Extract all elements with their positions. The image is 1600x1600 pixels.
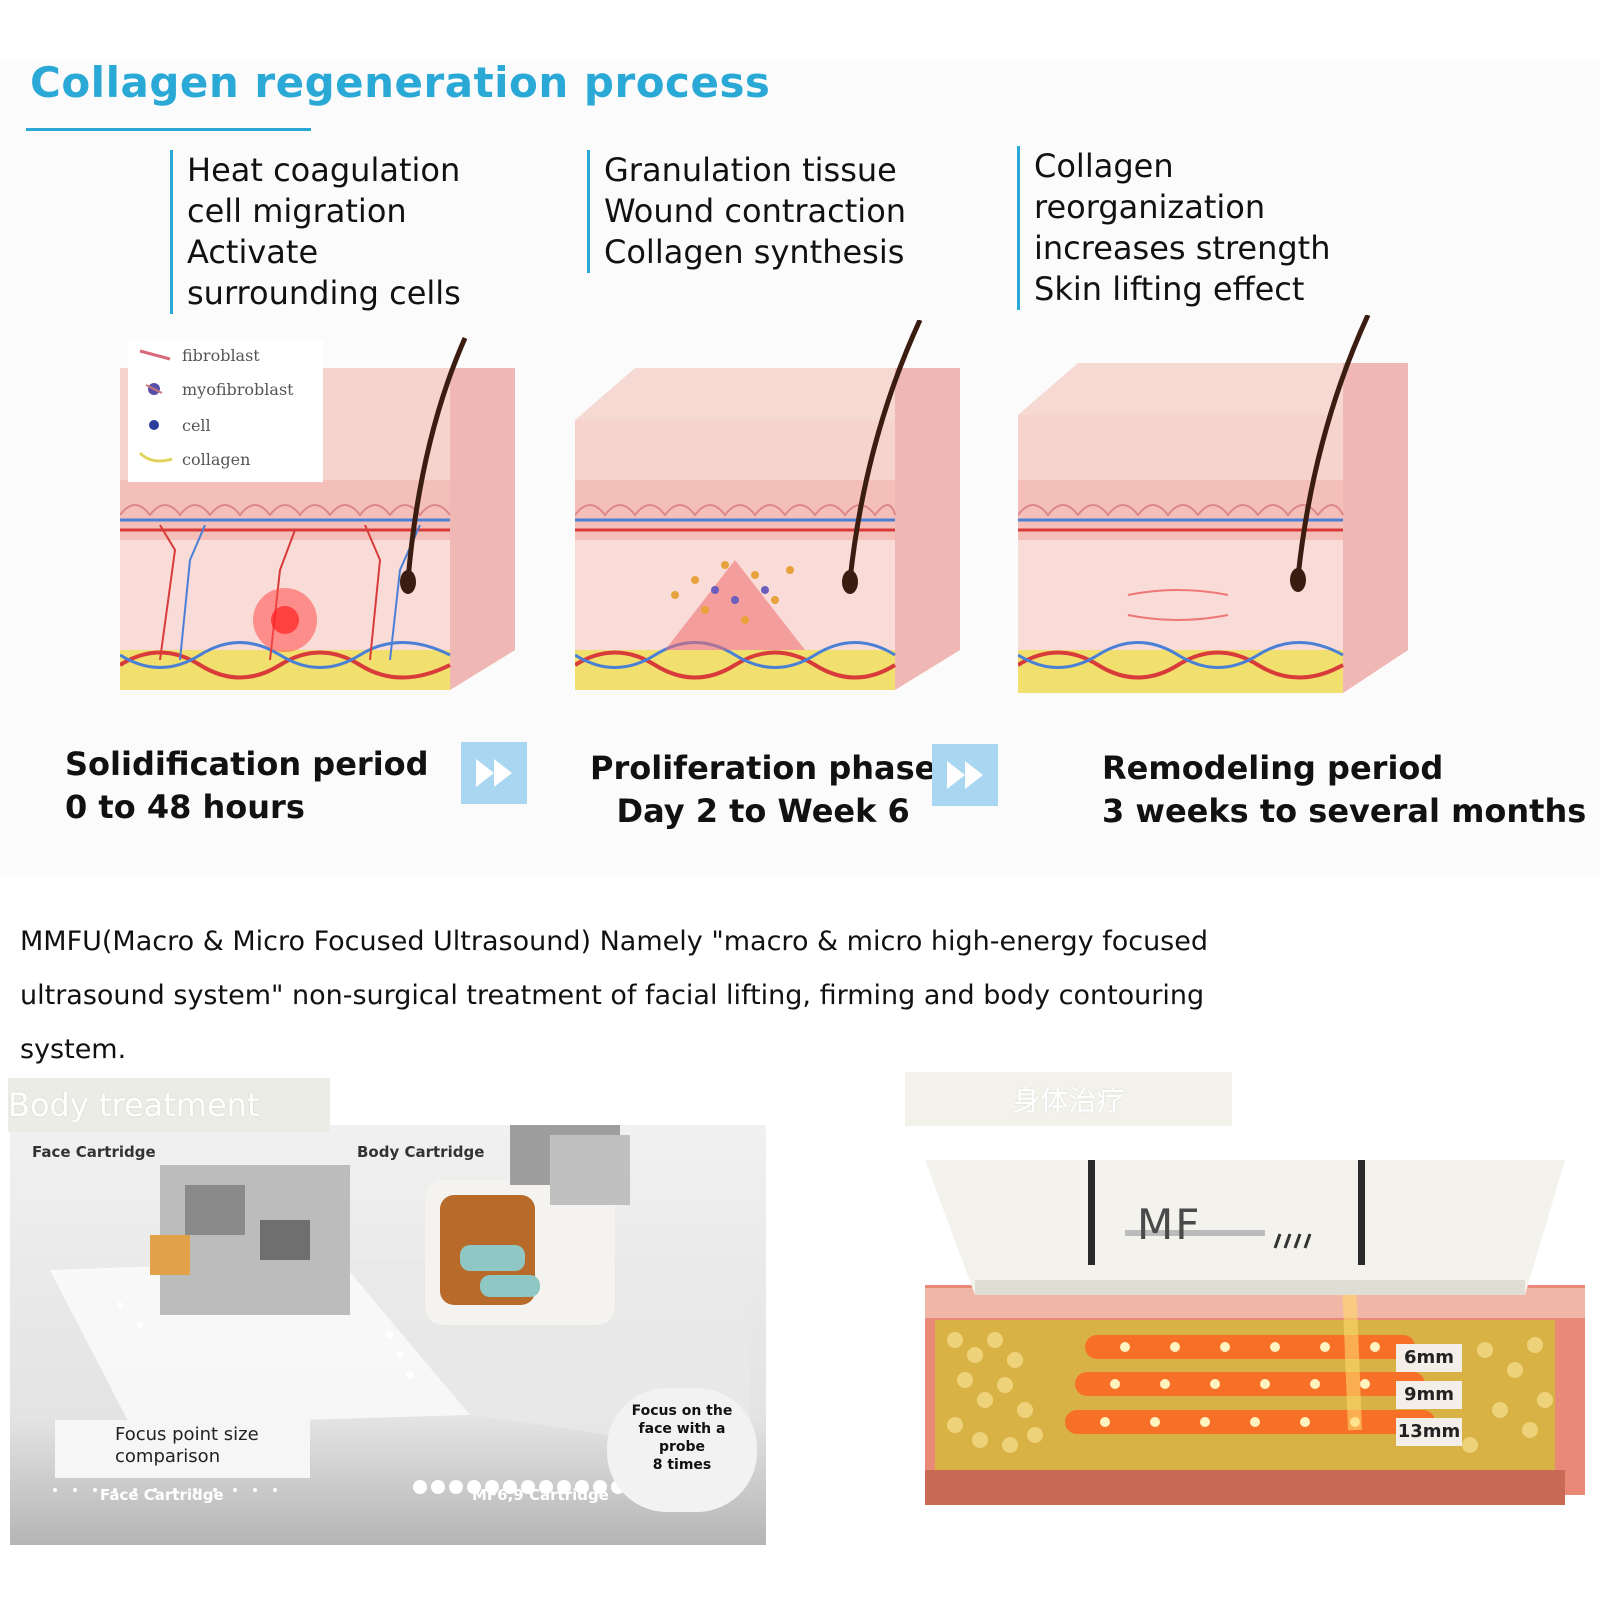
body-treatment-cn-tab: 身体治疗 — [905, 1072, 1232, 1126]
depth-label-13mm: 13mm — [1396, 1418, 1462, 1446]
bottom-face-cartridge-label: Face Cartridge — [100, 1486, 224, 1504]
mf-logo: MF — [1137, 1200, 1202, 1249]
body-cartridge-label: Body Cartridge — [357, 1143, 485, 1161]
stage-3-line: increases strength — [1034, 229, 1331, 267]
stage-3-line: Collagen — [1034, 147, 1174, 185]
skin-block-proliferation — [575, 320, 975, 710]
stage-2-line: Granulation tissue — [604, 151, 897, 189]
cell-icon — [136, 415, 182, 435]
phase-proliferation: Proliferation phase Day 2 to Week 6 — [590, 747, 936, 833]
legend-label: cell — [182, 415, 211, 435]
probe-note-line: 8 times — [652, 1457, 712, 1473]
stage-2-line: Collagen synthesis — [604, 233, 905, 271]
skin-block-remodeling — [1018, 315, 1418, 710]
stage-3-line: reorganization — [1034, 188, 1266, 226]
legend-item-collagen: collagen — [136, 444, 250, 474]
phase-name: Proliferation phase — [590, 749, 937, 787]
myofibroblast-icon — [136, 379, 182, 399]
page-title: Collagen regeneration process — [30, 58, 771, 107]
stage-1-line: surrounding cells — [187, 274, 461, 312]
stage-1-line: cell migration — [187, 192, 407, 230]
phase-solidification: Solidification period 0 to 48 hours — [65, 743, 429, 829]
collagen-icon — [136, 449, 182, 469]
legend-item-fibroblast: fibroblast — [136, 340, 260, 370]
legend-label: myofibroblast — [182, 379, 294, 399]
fibroblast-icon — [136, 345, 182, 365]
stage-1-text: Heat coagulation cell migration Activate… — [170, 150, 461, 314]
probe-note: Focus on the face with a probe 8 times — [607, 1388, 757, 1512]
stage-1-line: Heat coagulation — [187, 151, 461, 189]
phase-name: Remodeling period — [1102, 749, 1444, 787]
skin-block-solidification — [120, 320, 520, 710]
stage-3-line: Skin lifting effect — [1034, 270, 1305, 308]
body-treatment-tab — [8, 1078, 330, 1132]
probe-note-line: probe — [658, 1439, 706, 1455]
legend-item-myofibroblast: myofibroblast — [136, 374, 294, 404]
stage-2-text: Granulation tissue Wound contraction Col… — [587, 150, 906, 273]
stage-2-line: Wound contraction — [604, 192, 907, 230]
phase-name: Solidification period — [65, 745, 429, 783]
legend-label: fibroblast — [182, 345, 260, 365]
mf-device-illustration — [925, 1160, 1595, 1515]
next-arrow-1 — [461, 742, 527, 804]
legend-label: collagen — [182, 449, 251, 469]
phase-duration: 3 weeks to several months — [1102, 792, 1587, 830]
phase-duration: Day 2 to Week 6 — [616, 792, 910, 830]
legend-item-cell: cell — [136, 410, 211, 440]
face-cartridge-label: Face Cartridge — [32, 1143, 156, 1161]
phase-duration: 0 to 48 hours — [65, 788, 305, 826]
fast-forward-icon — [947, 761, 983, 789]
mmfu-description: MMFU(Macro & Micro Focused Ultrasound) N… — [20, 926, 1208, 1065]
cell-legend: fibroblast myofibroblast cell collagen — [128, 340, 323, 482]
body-treatment-label: Body treatment — [8, 1086, 260, 1124]
depth-label-9mm: 9mm — [1396, 1381, 1462, 1409]
next-arrow-2 — [932, 744, 998, 806]
depth-label-6mm: 6mm — [1396, 1344, 1462, 1372]
focus-comparison-label: Focus point size comparison — [55, 1420, 310, 1478]
fast-forward-icon — [476, 759, 512, 787]
bottom-mf69-cartridge-label: MF6,9 Cartridge — [472, 1486, 609, 1504]
stage-1-line: Activate — [187, 233, 319, 271]
probe-note-line: face with a — [638, 1421, 726, 1437]
probe-note-line: Focus on the — [631, 1403, 733, 1419]
phase-remodeling: Remodeling period 3 weeks to several mon… — [1102, 747, 1586, 833]
stage-3-text: Collagen reorganization increases streng… — [1017, 146, 1331, 310]
title-underline — [26, 128, 311, 131]
